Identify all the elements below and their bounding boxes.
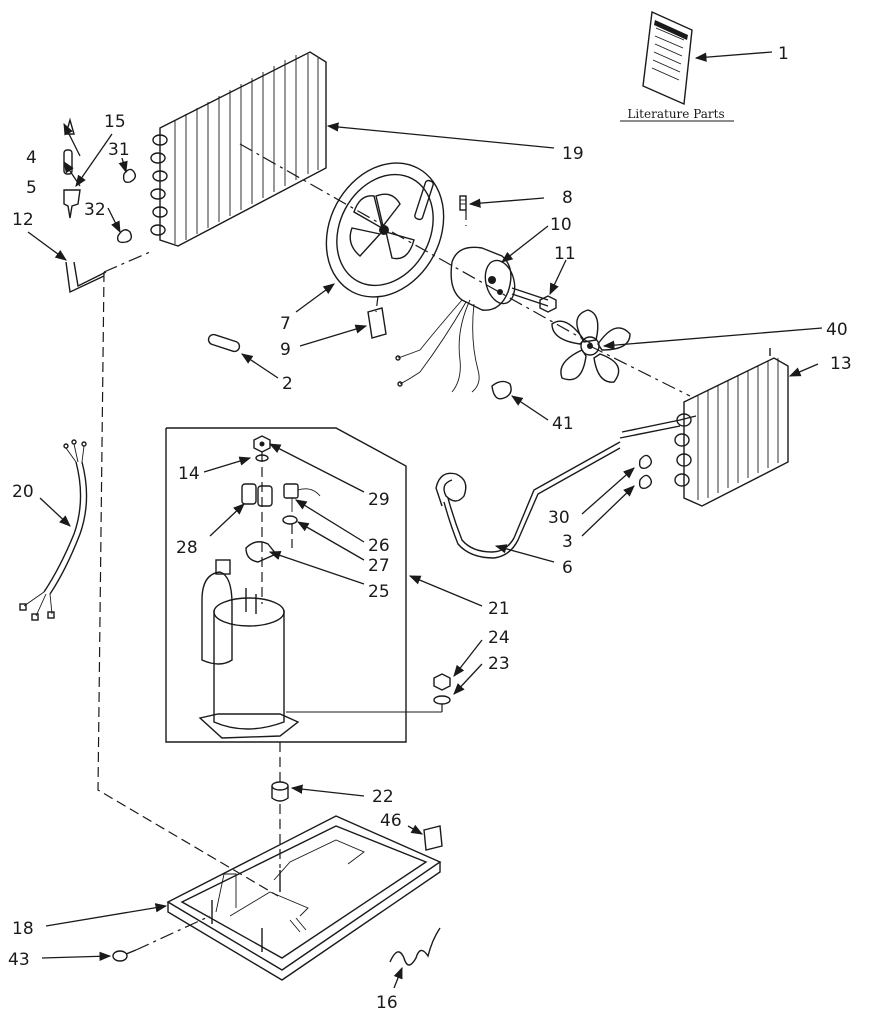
compressor-assembly-box bbox=[165, 427, 407, 743]
callout-24: 24 bbox=[488, 628, 510, 648]
compressor-small-parts bbox=[241, 435, 321, 563]
literature-parts-caption: Literature Parts bbox=[627, 107, 724, 121]
grommet-part bbox=[491, 380, 512, 400]
ring-part-30 bbox=[638, 454, 653, 470]
grommet-22 bbox=[271, 781, 289, 802]
callout-28: 28 bbox=[176, 538, 198, 558]
callout-9: 9 bbox=[280, 340, 291, 360]
capillary-tube bbox=[435, 441, 621, 559]
assembly-lines bbox=[97, 143, 691, 951]
callout-6: 6 bbox=[562, 558, 573, 578]
clip-part bbox=[367, 307, 387, 339]
wire-harness bbox=[19, 439, 88, 621]
callout-14: 14 bbox=[178, 464, 200, 484]
callout-20: 20 bbox=[12, 482, 34, 502]
callout-3: 3 bbox=[562, 532, 573, 552]
callout-23: 23 bbox=[488, 654, 510, 674]
callout-4: 4 bbox=[26, 148, 37, 168]
callout-10: 10 bbox=[550, 215, 572, 235]
callout-26: 26 bbox=[368, 536, 390, 556]
callout-43: 43 bbox=[8, 950, 30, 970]
fan-shroud bbox=[325, 162, 445, 298]
callout-16: 16 bbox=[376, 993, 398, 1013]
callout-19: 19 bbox=[562, 144, 584, 164]
condenser-coil bbox=[619, 348, 789, 507]
fan-motor bbox=[395, 246, 549, 393]
callout-25: 25 bbox=[368, 582, 390, 602]
callout-18: 18 bbox=[12, 919, 34, 939]
callout-12: 12 bbox=[12, 210, 34, 230]
wire-clip-16 bbox=[389, 927, 441, 966]
leader-lines bbox=[27, 51, 823, 989]
callout-8: 8 bbox=[562, 188, 573, 208]
callout-21: 21 bbox=[488, 599, 510, 619]
callout-27: 27 bbox=[368, 556, 390, 576]
mounting-nut-parts bbox=[433, 673, 451, 705]
tube-part bbox=[207, 333, 241, 353]
screw-part bbox=[459, 195, 467, 211]
callout-7: 7 bbox=[280, 314, 291, 334]
screw-43 bbox=[112, 949, 137, 962]
callout-15: 15 bbox=[104, 112, 126, 132]
callout-30: 30 bbox=[548, 508, 570, 528]
callout-29: 29 bbox=[368, 490, 390, 510]
callout-1: 1 bbox=[778, 44, 789, 64]
callout-labels: 1 2 3 4 5 6 7 8 9 10 11 12 13 14 15 16 1… bbox=[8, 44, 852, 1013]
callout-31: 31 bbox=[108, 140, 130, 160]
callout-11: 11 bbox=[554, 244, 576, 264]
compressor-body bbox=[198, 559, 300, 739]
literature-booklet bbox=[642, 10, 693, 106]
evaporator-coil bbox=[150, 51, 327, 247]
base-pan bbox=[166, 815, 442, 981]
ring-part-3 bbox=[638, 474, 653, 490]
callout-2: 2 bbox=[282, 374, 293, 394]
callout-32: 32 bbox=[84, 200, 106, 220]
callout-22: 22 bbox=[372, 787, 394, 807]
nut-part bbox=[539, 295, 557, 313]
label-46 bbox=[423, 825, 443, 851]
callout-40: 40 bbox=[826, 320, 848, 340]
callout-5: 5 bbox=[26, 178, 37, 198]
callout-41: 41 bbox=[552, 414, 574, 434]
callout-46: 46 bbox=[380, 811, 402, 831]
callout-13: 13 bbox=[830, 354, 852, 374]
